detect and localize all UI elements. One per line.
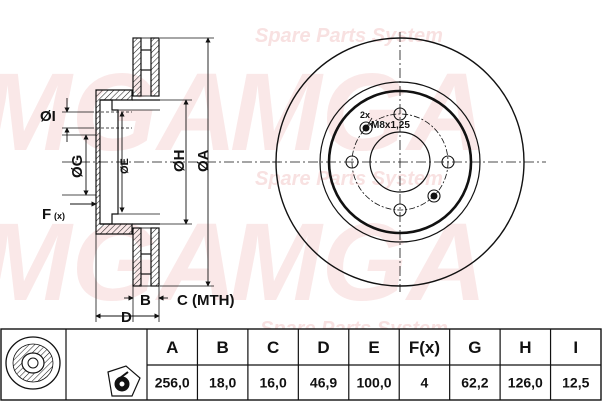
- table-header-cell: G: [468, 338, 481, 357]
- label-dim-f-sup: (x): [54, 211, 65, 221]
- label-dim-f: F: [42, 206, 51, 223]
- table-value-cell: 46,9: [310, 375, 337, 391]
- friction-ring-outer-top: [132, 37, 142, 97]
- watermark: Spare Parts System Spare Parts System Sp…: [0, 25, 487, 340]
- table-value-cell: 4: [421, 375, 429, 391]
- wheel-position-icon: [107, 365, 141, 397]
- table-header-cell: B: [217, 338, 229, 357]
- front-view: [272, 32, 546, 292]
- disc-outer-edge: [275, 37, 525, 287]
- watermark-tagline: Spare Parts System: [255, 168, 443, 190]
- table-value-cell: 256,0: [155, 375, 190, 391]
- center-bore: [369, 131, 431, 193]
- table-header-cell: I: [573, 338, 578, 357]
- hat-edge: [327, 89, 473, 235]
- watermark-brand: MGA: [0, 201, 237, 324]
- table-header-cell: D: [317, 338, 329, 357]
- thread-count-label: 2x: [360, 110, 370, 120]
- side-section-view: [62, 37, 280, 322]
- friction-ring-inner-bottom: [150, 227, 160, 287]
- table-header-cell: F(x): [409, 338, 440, 357]
- watermark-brand: MGA: [230, 51, 487, 174]
- label-dim-i: ØI: [40, 108, 56, 125]
- table-value-cell: 12,5: [562, 375, 589, 391]
- table-header-cell: A: [166, 338, 178, 357]
- thread-spec-label: M8x1,25: [371, 120, 410, 131]
- bolt-hole: [393, 107, 407, 121]
- label-dim-b: B: [140, 292, 151, 309]
- table-value-cell: 126,0: [508, 375, 543, 391]
- label-dim-g: ØG: [69, 155, 86, 178]
- table-value-cell: 62,2: [461, 375, 488, 391]
- spec-table: A B C D E F(x) G H I 256,0 18,0 16,0 46,9 100,0 4 62,2…: [0, 328, 602, 401]
- label-dim-h: ØH: [171, 150, 188, 173]
- disc-thumbnail-icon: [5, 336, 61, 390]
- bolt-hole: [393, 203, 407, 217]
- table-value-cell: 18,0: [209, 375, 236, 391]
- label-dim-e: ØE: [119, 158, 131, 174]
- table-header-cell: H: [519, 338, 531, 357]
- friction-inner-edge: [319, 81, 481, 243]
- watermark-tagline: Spare Parts System: [255, 25, 443, 47]
- table-header-cell: E: [368, 338, 379, 357]
- label-dim-c: C (MTH): [177, 292, 234, 309]
- label-dim-d: D: [121, 309, 132, 326]
- bolt-hole: [345, 155, 359, 169]
- table-value-cell: 100,0: [356, 375, 391, 391]
- table-value-cell: 16,0: [259, 375, 286, 391]
- label-dim-a: ØA: [195, 149, 212, 172]
- table-header-cell: C: [267, 338, 279, 357]
- watermark-brand: MGA: [230, 201, 487, 324]
- bolt-hole: [441, 155, 455, 169]
- friction-ring-outer-bottom: [132, 227, 142, 287]
- bolt-circle: [351, 113, 449, 211]
- threaded-hole: [359, 121, 373, 135]
- friction-ring-inner-top: [150, 37, 160, 97]
- threaded-hole: [427, 189, 441, 203]
